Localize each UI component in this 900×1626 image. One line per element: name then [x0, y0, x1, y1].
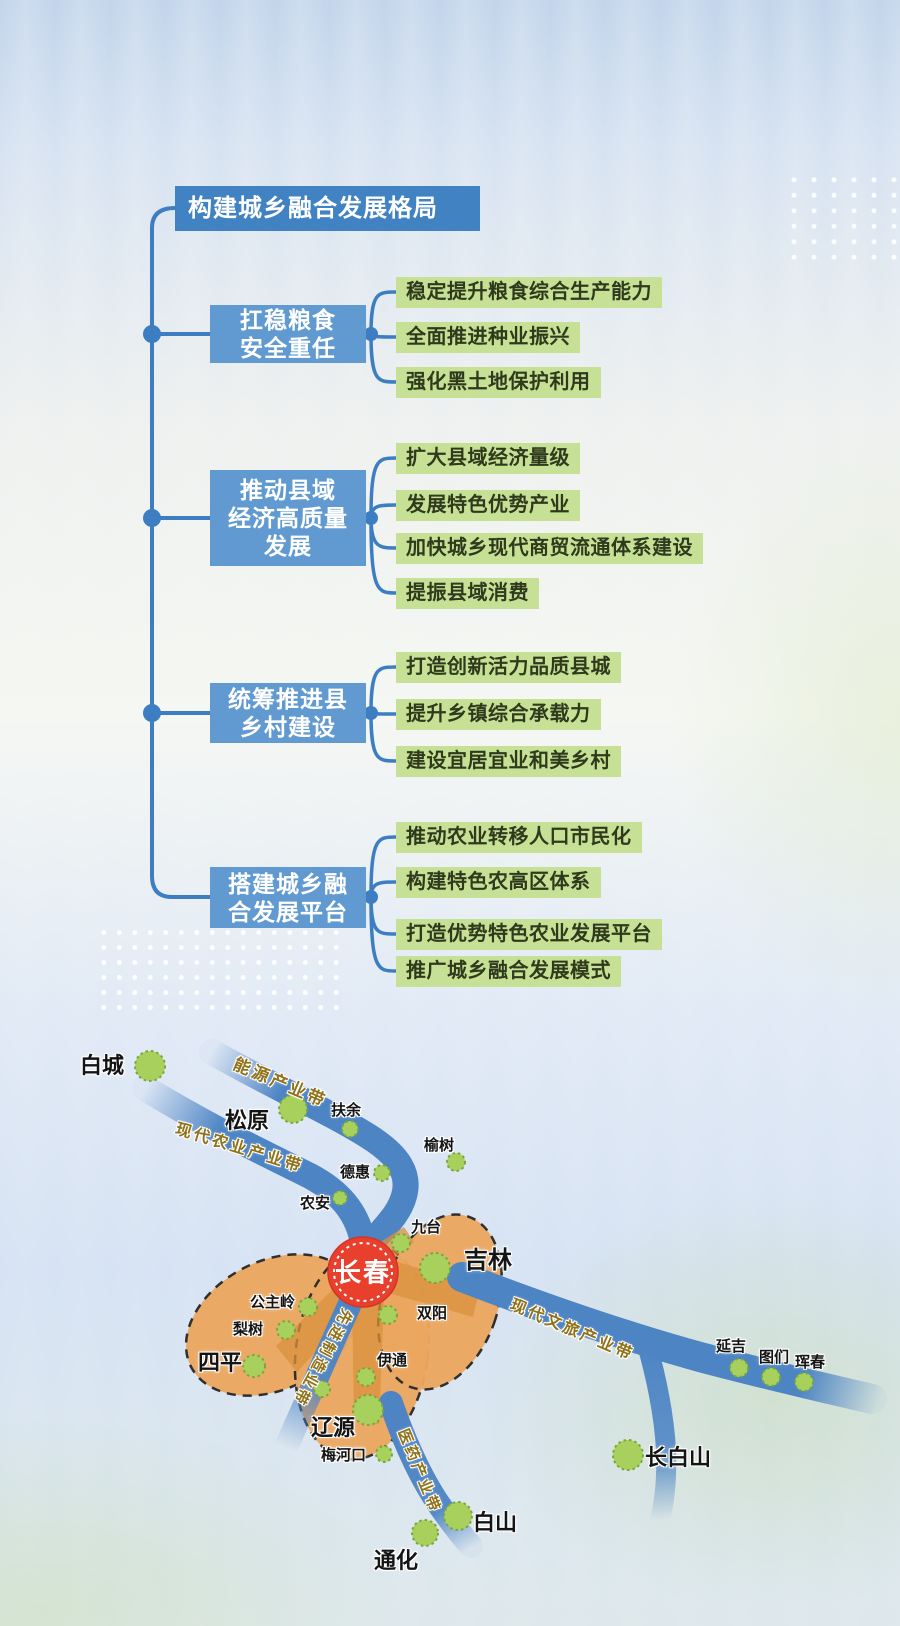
circle-yushu — [446, 1152, 466, 1172]
dot-grid-top-right — [784, 172, 900, 264]
branch-label-line: 统筹推进县 — [228, 686, 348, 712]
circle-jilin — [419, 1252, 451, 1284]
leaf-county-scale: 扩大县域经济量级 — [396, 442, 580, 474]
city-label-tumen: 图们 — [759, 1350, 790, 1366]
hub-changchun — [327, 1236, 399, 1308]
branch-integration-platform: 搭建城乡融 合发展平台 — [210, 867, 366, 928]
branch-label-line: 搭建城乡融 — [228, 870, 348, 897]
circle-lishu — [276, 1320, 296, 1340]
leaf-featured-industry: 发展特色优势产业 — [396, 489, 580, 521]
ribbon-to-liaoyuan — [352, 1296, 384, 1424]
branch-label-line: 乡村建设 — [240, 714, 336, 740]
city-label-baishan: 白山 — [473, 1510, 518, 1535]
hub-label-changchun: 长春 — [334, 1257, 392, 1288]
branch-label-line: 合发展平台 — [228, 898, 348, 925]
circle-dehui — [373, 1164, 391, 1182]
circle-nongan — [332, 1190, 348, 1206]
branch-grain-security: 扛稳粮食 安全重任 — [210, 305, 366, 363]
branch-county-economy: 推动县域 经济高质量 发展 — [210, 470, 366, 566]
leaf-citizenization: 推动农业转移人口市民化 — [396, 821, 642, 853]
leaf-links — [369, 290, 397, 973]
circle-hunchun — [794, 1372, 814, 1392]
city-label-changbaishan: 长白山 — [645, 1445, 712, 1470]
leaf-commerce-logistics: 加快城乡现代商贸流通体系建设 — [396, 532, 703, 564]
city-label-hunchun: 珲春 — [795, 1355, 826, 1371]
circle-zone-small — [313, 1380, 331, 1398]
branch-label-line: 推动县域 — [240, 477, 336, 503]
culture-tourism-belt-band — [447, 1262, 887, 1414]
leaf-township-capacity: 提升乡镇综合承载力 — [396, 698, 601, 730]
energy-belt-band — [199, 1039, 419, 1263]
city-label-songyuan: 松原 — [225, 1108, 270, 1133]
circle-changbaishan — [612, 1439, 644, 1471]
city-label-yushu: 榆树 — [424, 1138, 455, 1154]
city-label-nongan: 农安 — [300, 1196, 331, 1212]
branch-county-village-construction: 统筹推进县 乡村建设 — [210, 683, 366, 743]
circle-shuangyang — [378, 1305, 398, 1325]
city-label-yanji: 延吉 — [716, 1339, 747, 1355]
mindmap-title: 构建城乡融合发展格局 — [175, 186, 480, 231]
changbaishan-branch-band — [636, 1331, 677, 1530]
circle-yanji — [729, 1358, 749, 1378]
circle-songyuan — [278, 1094, 308, 1124]
city-label-lishu: 梨树 — [233, 1322, 264, 1338]
city-label-meihekou: 梅河口 — [321, 1448, 367, 1464]
spine-line — [150, 206, 210, 899]
branch-label-line: 经济高质量 — [228, 505, 348, 531]
circle-gongzhuling — [298, 1297, 318, 1317]
circle-fuyu — [341, 1120, 359, 1138]
leaf-agri-hightech-zones: 构建特色农高区体系 — [396, 866, 601, 898]
city-label-jilin: 吉林 — [464, 1248, 512, 1274]
circle-baishan — [443, 1501, 473, 1531]
circle-liaoyuan — [352, 1394, 384, 1426]
city-label-liaoyuan: 辽源 — [311, 1415, 356, 1440]
city-label-baicheng: 白城 — [80, 1053, 125, 1078]
map-bands-lower — [274, 1262, 887, 1558]
leaf-beautiful-villages: 建设宜居宜业和美乡村 — [396, 745, 621, 777]
pharma-belt-band — [379, 1391, 483, 1558]
leaf-seed-industry: 全面推进种业振兴 — [396, 321, 580, 353]
city-label-shuangyang: 双阳 — [417, 1306, 448, 1322]
circle-siping — [242, 1354, 266, 1378]
city-label-jiutai: 九台 — [411, 1220, 442, 1236]
city-label-yitong: 伊通 — [377, 1353, 408, 1369]
city-label-dehui: 德惠 — [340, 1165, 371, 1181]
leaf-quality-county-town: 打造创新活力品质县城 — [396, 651, 621, 683]
advanced-manufacturing-belt-band — [274, 1278, 368, 1460]
leaf-integration-model: 推广城乡融合发展模式 — [396, 955, 621, 987]
leaf-agri-platform: 打造优势特色农业发展平台 — [396, 918, 662, 950]
map-city-circles — [134, 1050, 814, 1547]
city-label-fuyu: 扶余 — [331, 1103, 362, 1119]
dot-grid-left — [96, 925, 348, 1015]
circle-meihekou — [375, 1445, 393, 1463]
branch-label-line: 安全重任 — [240, 335, 336, 361]
branch-label-line: 扛稳粮食 — [240, 307, 336, 333]
circle-baicheng — [134, 1050, 166, 1082]
branch-label-line: 发展 — [264, 533, 312, 559]
city-label-tonghua: 通化 — [374, 1548, 419, 1573]
circle-yitong — [356, 1367, 376, 1387]
map-bands-upper — [132, 1039, 419, 1263]
circle-tonghua — [411, 1519, 439, 1547]
leaf-grain-capacity: 稳定提升粮食综合生产能力 — [396, 276, 662, 308]
modern-agriculture-belt-band — [132, 1075, 375, 1251]
mindmap-nodes — [143, 325, 378, 904]
city-label-siping: 四平 — [198, 1350, 243, 1375]
city-label-gongzhuling: 公主岭 — [250, 1295, 296, 1311]
leaf-county-consumption: 提振县域消费 — [396, 577, 539, 609]
circle-tumen — [761, 1367, 781, 1387]
circle-jiutai — [391, 1233, 411, 1253]
leaf-black-soil: 强化黑土地保护利用 — [396, 366, 601, 398]
